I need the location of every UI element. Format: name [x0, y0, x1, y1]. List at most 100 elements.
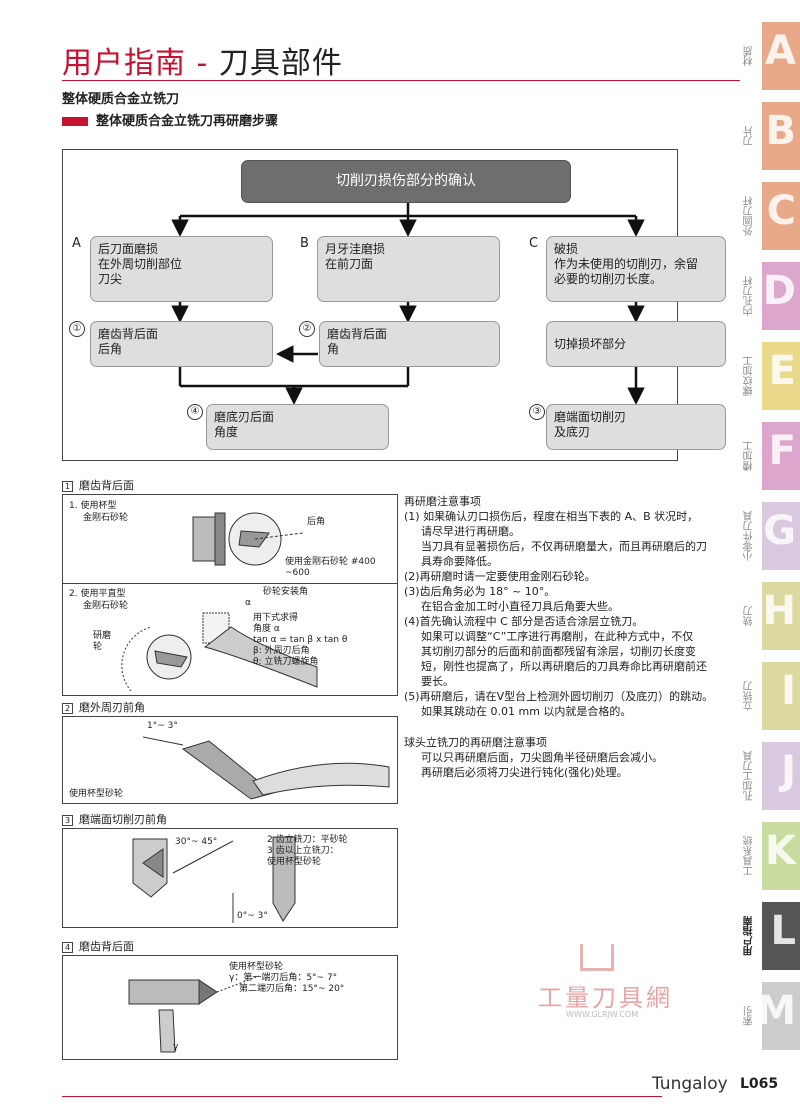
side-tab-letter: D — [762, 268, 796, 314]
note-1: (1) 如果确认刃口损伤后，程度在相当下表的 A、B 状况时， — [404, 510, 699, 523]
flow-label-b: B — [300, 236, 309, 251]
end-clearance-illustration — [128, 975, 260, 1053]
flow-box-step2: 磨齿背后面角 — [319, 321, 500, 367]
note-1d: 具寿命要降低。 — [421, 555, 498, 568]
side-tab-label: 外圆刀杆 — [744, 196, 755, 236]
footer-rule — [62, 1096, 662, 1097]
side-tab-letter: A — [765, 28, 796, 74]
fig4-line2: γ：第一端刃后角：5°~ 7° — [229, 973, 338, 983]
fig1-grind-2: 轮 — [93, 642, 103, 652]
flow-box-step1: 磨齿背后面后角 — [90, 321, 273, 367]
note-3b: 在铝合金加工时小直径刀具后角要大些。 — [421, 600, 619, 613]
fig3-angle: 30°~ 45° — [175, 837, 218, 847]
side-tab-label: 螺纹加工 — [744, 356, 755, 396]
notes-title: 再研磨注意事项 — [404, 495, 481, 508]
side-tab-letter: B — [765, 108, 797, 154]
side-tab-letter: M — [756, 988, 796, 1034]
watermark-logo-icon — [580, 944, 614, 971]
figure-1: 1. 使用杯型 金刚石砂轮 后角 使用金刚石砂轮 #400 ~600 2. 使用… — [62, 494, 398, 696]
side-tab-letter: K — [765, 828, 796, 874]
side-tab-label: 孔加工刀具 — [744, 751, 755, 801]
watermark-text: 工量刀具網 — [538, 984, 673, 1012]
title-rule — [62, 80, 740, 81]
side-tab-l[interactable]: L 用户指南 — [744, 902, 800, 970]
fig1-method1-b: 金刚石砂轮 — [83, 513, 129, 523]
side-tab-k[interactable]: K 工具系统 — [744, 822, 800, 890]
fig3-angle2: 0°~ 3° — [237, 911, 268, 921]
flow-box-c: 破损作为未使用的切削刃，余留必要的切削刃长度。 — [546, 236, 726, 302]
note-5: (5)再研磨后，请在V型台上检测外圆切削刃（及底刃）的跳动。 — [404, 690, 714, 703]
ball-note-2: 再研磨后必须将刀尖进行钝化(强化)处理。 — [421, 766, 628, 779]
cup-wheel-illustration — [192, 512, 304, 566]
fig4-gamma: γ — [173, 1042, 179, 1052]
side-tab-b[interactable]: B 刀片 — [744, 102, 800, 170]
note-4: (4)首先确认流程中 C 部分是否适合涂层立铣刀。 — [404, 615, 644, 628]
note-5b: 如果其跳动在 0.01 mm 以内就是合格的。 — [421, 705, 632, 718]
step-num-2: ② — [299, 321, 315, 337]
note-2: (2)再研磨时请一定要使用金刚石砂轮。 — [404, 570, 596, 583]
fig1-formula-5: θ: 立铣刀螺旋角 — [253, 657, 319, 667]
side-tab-h[interactable]: H 铣刀 — [744, 582, 800, 650]
side-tab-label: 槽加工 — [744, 441, 755, 471]
fig1-alpha: α — [245, 598, 251, 608]
note-4c: 其切削刃部分的后面和前面都残留有涂层，切削刃长度变 — [421, 645, 696, 658]
side-tab-label: 内孔刀杆 — [744, 276, 755, 316]
flow-box-a: 后刀面磨损在外周切削部位刀尖 — [90, 236, 273, 302]
ball-notes-title: 球头立铣刀的再研磨注意事项 — [404, 736, 547, 749]
step-num-3: ③ — [529, 404, 545, 420]
flow-label-a: A — [72, 236, 81, 251]
fig4-line3: 第二端刃后角：15°~ 20° — [239, 984, 345, 994]
step-num-4: ④ — [187, 404, 203, 420]
flow-top-box: 切削刃损伤部分的确认 — [241, 160, 571, 203]
side-tab-label: 铣刀 — [744, 606, 755, 626]
flow-arrows — [171, 203, 645, 405]
side-tab-letter: G — [763, 508, 796, 554]
note-1c: 当刀具有显著损伤后，不仅再研磨量大，而且再研磨后的刀 — [421, 540, 707, 553]
fig1-wheel-grit: 使用金刚石砂轮 #400 — [285, 557, 376, 567]
straight-wheel-illustration — [121, 612, 318, 691]
fig1-method2: 2. 使用平直型 — [69, 589, 126, 599]
fig4-line1: 使用杯型砂轮 — [229, 962, 284, 972]
side-tab-letter: I — [781, 668, 796, 714]
fig1-grind: 研磨 — [93, 631, 112, 641]
side-tab-letter: F — [768, 428, 796, 474]
flow-box-step3: 磨端面切削刃及底刃 — [546, 404, 726, 450]
note-3: (3)齿后角务必为 18° ~ 10°。 — [404, 585, 556, 598]
note-4e: 要长。 — [421, 675, 454, 688]
fig1-formula-4: β: 外周刃后角 — [253, 646, 310, 656]
side-tab-letter: H — [762, 588, 796, 634]
step-num-1: ① — [69, 321, 85, 337]
side-tab-label: 用户指南 — [744, 916, 755, 956]
fig2-note: 使用杯型砂轮 — [69, 789, 124, 799]
flowchart: 切削刃损伤部分的确认 A 后刀面磨损在外周切削部位刀尖 B 月牙洼磨损在前刀面 … — [62, 149, 726, 461]
fig1-wheel-grit-2: ~600 — [285, 568, 310, 578]
side-tab-letter: L — [770, 908, 797, 954]
fig3-line2: 3 齿以上立铣刀： — [267, 846, 339, 856]
red-bar-marker — [62, 117, 88, 126]
fig2-angle: 1°~ 3° — [147, 721, 178, 731]
fig1-formula-3: tan α = tan β x tan θ — [253, 635, 348, 645]
figure-3: 30°~ 45° 2 齿立铣刀：平砂轮 3 齿以上立铣刀： 使用杯型砂轮 0°~… — [62, 828, 398, 928]
side-tab-label: 刀片 — [744, 126, 755, 146]
side-tab-f[interactable]: F 槽加工 — [744, 422, 800, 490]
flow-box-b: 月牙洼磨损在前刀面 — [317, 236, 500, 302]
note-1b: 请尽早进行再研磨。 — [421, 525, 520, 538]
fig1-clearance-angle: 后角 — [307, 517, 326, 527]
flow-box-step4: 磨底刃后面角度 — [206, 404, 389, 450]
fig1-mount-angle: 砂轮安装角 — [263, 587, 309, 597]
side-tab-d[interactable]: D 内孔刀杆 — [744, 262, 800, 330]
subsection-heading: 整体硬质合金立铣刀再研磨步骤 — [62, 110, 278, 129]
fig3-line3: 使用杯型砂轮 — [267, 857, 322, 867]
side-tab-label: 工具系统 — [744, 836, 755, 876]
fig1-formula-1: 用下式求得 — [253, 613, 299, 623]
page-title: 用户指南 - 刀具部件 — [62, 46, 343, 81]
